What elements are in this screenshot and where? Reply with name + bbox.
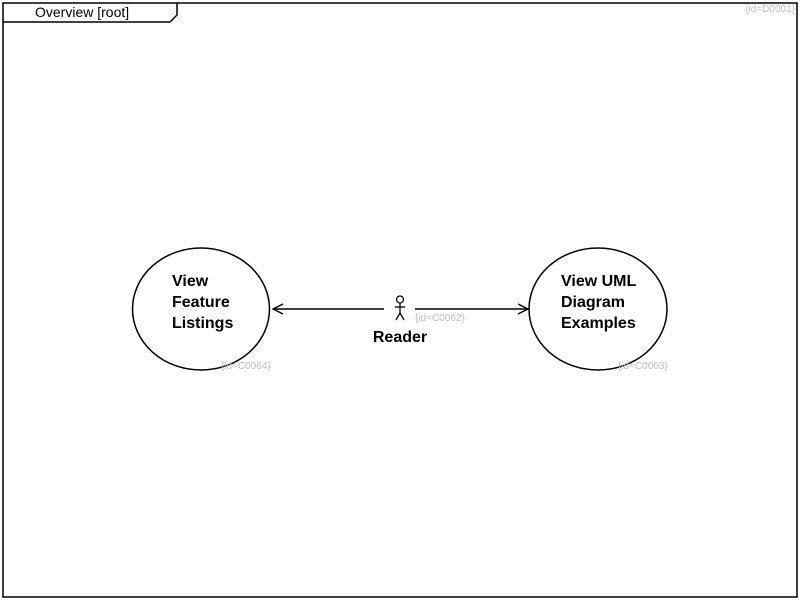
use-case-view-uml-diagram-examples[interactable]: View UML Diagram Examples {id=C0063} xyxy=(528,247,668,372)
use-case-label-line: Diagram xyxy=(561,294,625,311)
use-case-label-line: View xyxy=(172,273,209,290)
use-case-label-line: View UML xyxy=(561,273,637,290)
actor-id-tag: {id=C0062} xyxy=(415,313,465,324)
frame-title-tab xyxy=(3,3,178,23)
use-case-ellipse xyxy=(131,247,271,371)
use-case-id-tag: {id=C0064} xyxy=(221,361,271,372)
use-case-ellipse xyxy=(528,247,668,371)
use-case-label-line: Listings xyxy=(172,315,233,332)
use-case-id-tag: {id=C0063} xyxy=(618,361,668,372)
use-case-label-line: Examples xyxy=(561,315,636,332)
use-case-label-line: Feature xyxy=(172,294,230,311)
stick-figure-icon xyxy=(395,295,405,321)
actor-reader[interactable]: Reader {id=C0062} xyxy=(373,295,466,346)
use-case-view-feature-listings[interactable]: View Feature Listings {id=C0064} xyxy=(131,247,272,372)
frame-id-tag: {id=D0001} xyxy=(745,4,795,15)
frame-title: Overview [root] xyxy=(35,4,129,20)
actor-name: Reader xyxy=(373,329,427,346)
